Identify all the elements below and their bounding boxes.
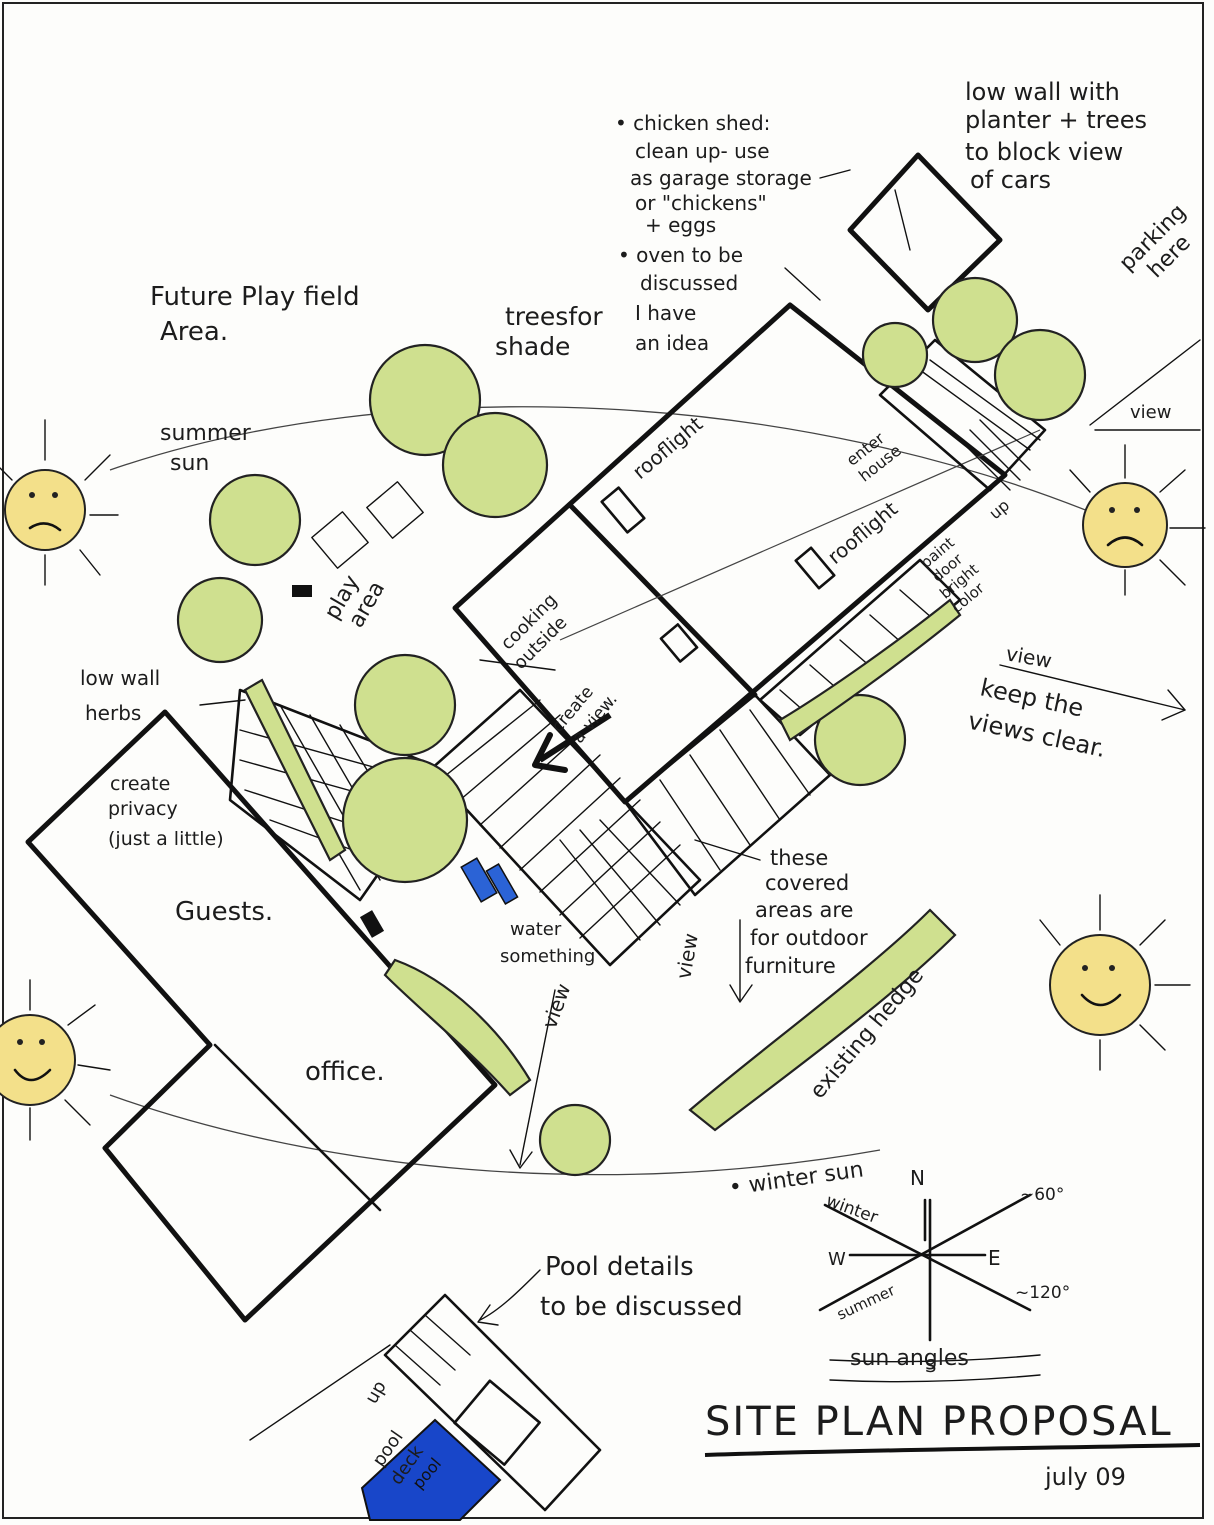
water-feature <box>460 857 519 905</box>
note-create-privacy: (just a little) <box>108 828 224 850</box>
svg-text:low wall herbs: low wall herbs <box>80 666 167 725</box>
svg-text:Pool details to be discu: Pool details to be discussed <box>540 1252 743 1322</box>
note-chicken-shed-line: or "chickens" <box>635 191 767 215</box>
svg-text:water something: water something <box>500 919 595 967</box>
pool-water <box>360 1418 502 1521</box>
note-water-something: water <box>510 919 562 940</box>
note-future-playfield-area: Area. <box>160 317 228 347</box>
title-underline <box>704 1443 1201 1457</box>
compass-w: W <box>828 1249 846 1270</box>
note-summer-sun: summer <box>160 421 252 446</box>
note-herbs: herbs <box>85 701 141 725</box>
label-winter-sun: • winter sun <box>727 1157 865 1201</box>
play-structures <box>292 481 424 938</box>
svg-text:summer sun: summer sun <box>160 421 258 476</box>
note-covered-areas: areas are <box>755 898 853 922</box>
note-chicken-shed-line: discussed <box>640 271 738 295</box>
note-trees-for-shade: shade <box>495 332 570 361</box>
compass-e: E <box>988 1246 1001 1270</box>
note-pool-details: Pool details <box>545 1252 694 1282</box>
note-keep-views-clear: views clear. <box>966 707 1109 764</box>
drawing-title: SITE PLAN PROPOSAL <box>705 1399 1173 1445</box>
note-low-wall-planter-line: low wall with <box>965 78 1120 106</box>
note-water-something: something <box>500 946 595 967</box>
label-up-pool: up <box>361 1377 391 1407</box>
note-chicken-shed-line: as garage storage <box>630 166 812 190</box>
note-chicken-shed-line: an idea <box>635 331 709 355</box>
note-pool-details: to be discussed <box>540 1292 743 1322</box>
sun-summer-west <box>0 419 119 586</box>
compass-n: N <box>910 1166 925 1190</box>
label-up-east: up <box>985 495 1013 523</box>
create-view-arrow <box>532 712 612 773</box>
pool-deck <box>383 1293 602 1512</box>
note-summer-sun: sun <box>170 451 209 476</box>
note-covered-areas: for outdoor <box>750 926 868 950</box>
compass-angle-120: ~120° <box>1015 1283 1070 1303</box>
chicken-shed <box>847 152 1003 313</box>
note-covered-areas: covered <box>765 871 849 895</box>
pool-wall-left <box>249 1344 391 1441</box>
drawing-date: july 09 <box>1044 1463 1126 1491</box>
note-chicken-shed-line: I have <box>635 301 696 325</box>
hedges <box>243 598 962 1132</box>
compass-rose <box>818 1193 1032 1342</box>
svg-text:• chicken shed: clean up: • chicken shed: clean up- use as garage … <box>615 111 818 355</box>
svg-text:low wall with planter +: low wall with planter + trees to block v… <box>965 78 1155 194</box>
note-covered-areas: these <box>770 846 828 870</box>
covered-deck-center <box>428 688 702 967</box>
sun-winter-east <box>1039 894 1191 1071</box>
svg-text:Future Play field Area.: Future Play field Area. <box>150 282 368 347</box>
note-create-privacy: privacy <box>108 798 178 820</box>
svg-text:create privacy (ju: create privacy (just a little) <box>108 773 224 850</box>
compass-angle-60: ~60° <box>1020 1185 1064 1205</box>
trees <box>176 276 1087 1177</box>
note-low-wall-planter-line: of cars <box>970 166 1051 194</box>
note-chicken-shed-line: • chicken shed: <box>615 111 770 135</box>
sun-angles-underline-2 <box>829 1374 1041 1383</box>
note-future-playfield: Future Play field <box>150 282 360 312</box>
note-chicken-shed-line: + eggs <box>645 213 716 237</box>
winter-sun-arc <box>109 1094 881 1176</box>
label-view-top-right: view <box>1130 402 1171 423</box>
svg-text:keep the views clear.: keep the views clear. <box>966 672 1116 763</box>
sun-winter-west <box>0 979 111 1141</box>
compass-sun-angles: sun angles <box>850 1346 969 1371</box>
compass-s: S <box>925 1356 936 1377</box>
view-arrows <box>509 339 1201 1169</box>
label-view-center: view <box>671 931 703 981</box>
compass-winter: winter <box>823 1191 880 1228</box>
entry-deck <box>878 338 1047 492</box>
label-view-lower: view <box>537 980 575 1031</box>
note-trees-for-shade: treesfor <box>505 302 603 331</box>
note-low-wall-planter-line: to block view <box>965 138 1123 166</box>
sun-angles-underline <box>829 1354 1041 1363</box>
label-rooflight-1: rooflight <box>628 412 708 484</box>
note-chicken-shed-line: clean up- use <box>635 139 770 163</box>
note-low-wall: low wall <box>80 666 160 690</box>
note-chicken-shed-line: • oven to be <box>618 243 743 267</box>
note-low-wall-planter-line: planter + trees <box>965 106 1147 134</box>
svg-text:these covered area: these covered areas are for outdoor furn… <box>745 846 874 978</box>
leader-lines <box>199 169 851 1326</box>
guest-office-building <box>25 709 498 1323</box>
svg-text:treesfor shade: treesfor shade <box>495 302 611 361</box>
compass-summer: summer <box>834 1281 898 1324</box>
label-guests: Guests. <box>175 897 273 927</box>
note-covered-areas: furniture <box>745 954 836 978</box>
label-office: office. <box>305 1057 385 1087</box>
sun-summer-east <box>1069 444 1206 596</box>
note-create-privacy: create <box>110 773 170 795</box>
